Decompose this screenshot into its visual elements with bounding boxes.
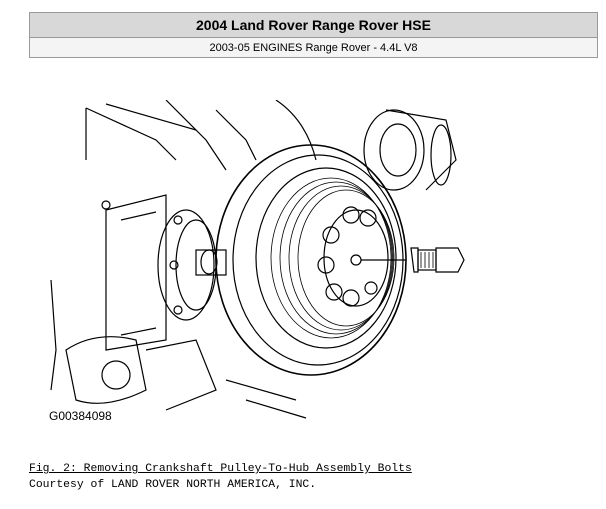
crankshaft-pulley-illustration xyxy=(50,100,465,419)
document-subtitle: 2003-05 ENGINES Range Rover - 4.4L V8 xyxy=(209,42,418,54)
document-title: 2004 Land Rover Range Rover HSE xyxy=(30,13,597,38)
figure-id-label: G00384098 xyxy=(49,409,112,423)
document-header: 2004 Land Rover Range Rover HSE 2003-05 … xyxy=(29,12,598,58)
figure-caption: Fig. 2: Removing Crankshaft Pulley-To-Hu… xyxy=(29,463,412,475)
figure-courtesy: Courtesy of LAND ROVER NORTH AMERICA, IN… xyxy=(29,479,317,491)
